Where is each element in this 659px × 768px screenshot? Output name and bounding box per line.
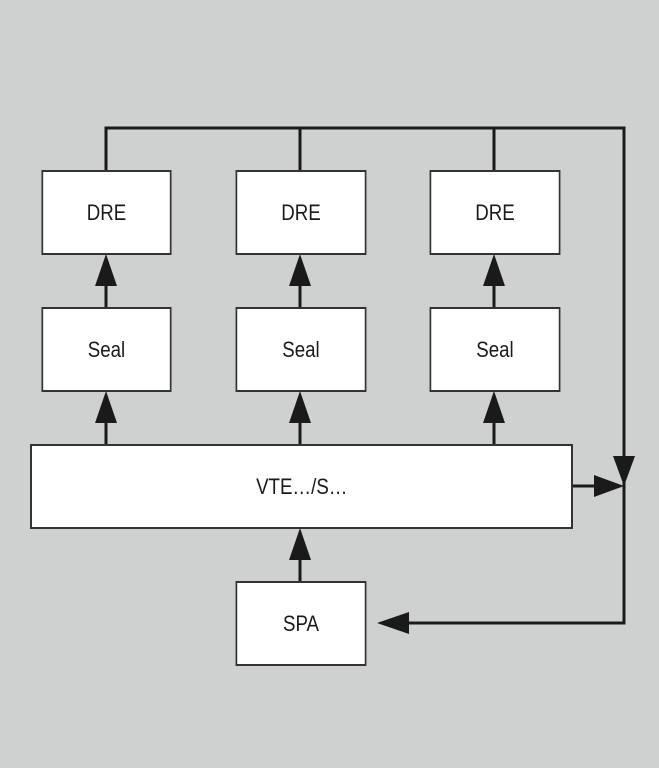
vte-label: VTE…/S…: [255, 473, 348, 499]
dre-box-3: DRE: [429, 170, 561, 255]
seal-label: Seal: [87, 336, 126, 362]
arrowhead-up: [289, 391, 311, 423]
seal-box-2: Seal: [235, 307, 367, 392]
dre-box-1: DRE: [41, 170, 172, 255]
vte-box: VTE…/S…: [30, 444, 573, 529]
arrowhead-up: [483, 254, 505, 286]
dre-label: DRE: [281, 199, 321, 225]
seal-label: Seal: [476, 336, 514, 362]
spa-box: SPA: [235, 581, 367, 666]
arrowhead-up: [483, 391, 505, 423]
dre-box-2: DRE: [235, 170, 367, 255]
spa-label: SPA: [282, 610, 320, 636]
arrowhead-left: [377, 612, 409, 634]
dre-label: DRE: [86, 199, 127, 225]
seal-box-3: Seal: [429, 307, 561, 392]
arrowhead-down: [613, 456, 635, 486]
arrowhead-up: [95, 391, 117, 423]
arrowhead-up: [289, 254, 311, 286]
arrowhead-up: [95, 254, 117, 286]
seal-box-1: Seal: [41, 307, 172, 392]
arrowhead-right: [594, 475, 624, 497]
top-bus-line: [104, 126, 626, 625]
arrowhead-up: [289, 528, 311, 560]
dre-label: DRE: [475, 199, 515, 225]
seal-label: Seal: [282, 336, 320, 362]
